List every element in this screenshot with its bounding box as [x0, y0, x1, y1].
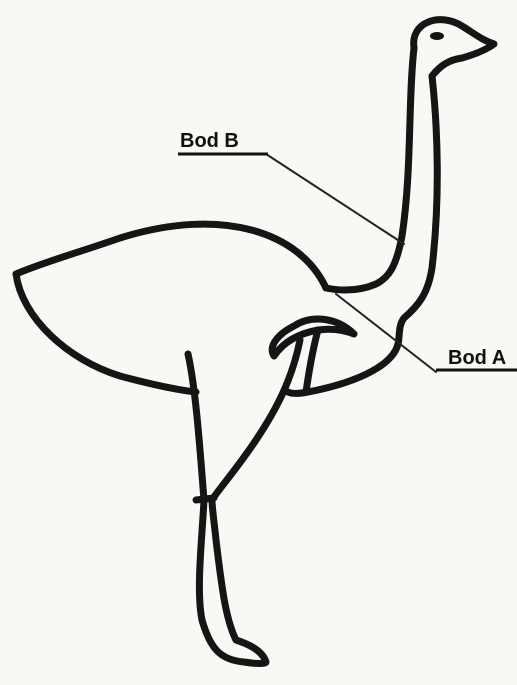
ostrich-thigh-outline — [306, 330, 318, 392]
ostrich-head-outline — [414, 20, 494, 76]
ostrich-front-leg-outline — [212, 340, 300, 500]
point-b-label: Bod B — [180, 130, 239, 152]
ostrich-back-leg-outline — [188, 354, 266, 664]
ostrich-leg-joint — [196, 498, 214, 500]
ostrich-neck-back-outline — [326, 48, 414, 290]
point-a-label: Bod A — [448, 347, 506, 369]
point-b-leader-line — [266, 154, 404, 244]
ostrich-eye — [430, 32, 444, 40]
ostrich-body-outline — [16, 224, 326, 392]
